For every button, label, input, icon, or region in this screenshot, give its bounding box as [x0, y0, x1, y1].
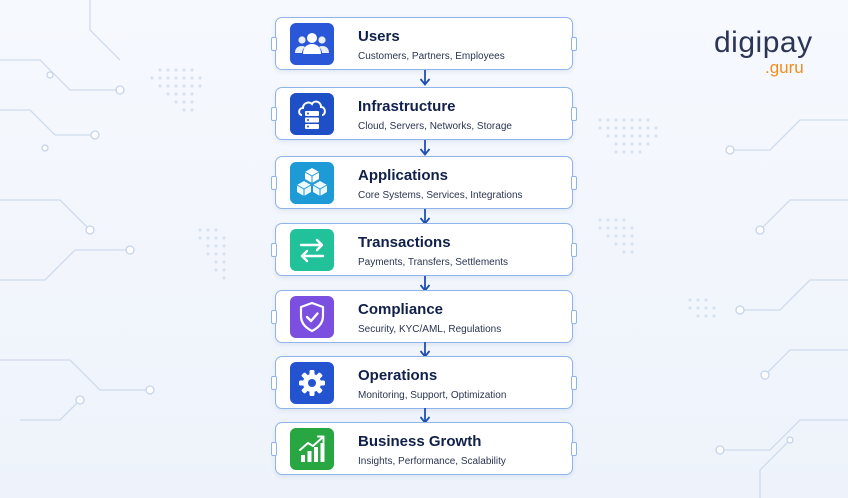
- cubes-icon: [290, 162, 334, 204]
- map-dots-right: [598, 118, 716, 318]
- layer-card-compliance: Compliance Security, KYC/AML, Regulation…: [271, 290, 577, 343]
- circuit-traces-right: [720, 119, 848, 498]
- gear-icon: [290, 362, 334, 404]
- card-connector-left: [271, 107, 277, 121]
- layer-card-infrastructure: Infrastructure Cloud, Servers, Networks,…: [271, 87, 577, 140]
- card-connector-left: [271, 176, 277, 190]
- layer-card-applications: Applications Core Systems, Services, Int…: [271, 156, 577, 209]
- growth-chart-icon: [290, 428, 334, 470]
- layer-subtitle: Monitoring, Support, Optimization: [358, 390, 507, 401]
- card-connector-right: [571, 176, 577, 190]
- map-dots-left: [150, 68, 226, 280]
- card-connector-right: [571, 310, 577, 324]
- card-connector-right: [571, 243, 577, 257]
- exchange-arrows-icon: [290, 229, 334, 271]
- layer-title: Business Growth: [358, 433, 482, 450]
- layer-card-business-growth: Business Growth Insights, Performance, S…: [271, 422, 577, 475]
- users-icon: [290, 23, 334, 65]
- card-connector-right: [571, 37, 577, 51]
- layer-title: Compliance: [358, 301, 444, 318]
- layer-subtitle: Core Systems, Services, Integrations: [358, 190, 523, 201]
- layer-card-transactions: Transactions Payments, Transfers, Settle…: [271, 223, 577, 276]
- layer-title: Operations: [358, 367, 438, 384]
- down-arrow-icon: [419, 70, 431, 86]
- logo-wordmark: digipay: [714, 26, 813, 60]
- circuit-traces-left: [0, 0, 150, 421]
- circuit-nodes-left: [41, 71, 155, 405]
- card-connector-left: [271, 37, 277, 51]
- layer-title: Applications: [358, 167, 449, 184]
- card-connector-left: [271, 310, 277, 324]
- digipay-guru-logo: digipay .guru: [714, 26, 824, 82]
- layer-subtitle: Insights, Performance, Scalability: [358, 456, 506, 467]
- shield-check-icon: [290, 296, 334, 338]
- card-connector-right: [571, 376, 577, 390]
- layer-title: Transactions: [358, 234, 451, 251]
- cloud-server-icon: [290, 93, 334, 135]
- card-connector-left: [271, 243, 277, 257]
- down-arrow-icon: [419, 140, 431, 156]
- layer-title: Infrastructure: [358, 98, 456, 115]
- layer-card-operations: Operations Monitoring, Support, Optimiza…: [271, 356, 577, 409]
- layer-subtitle: Payments, Transfers, Settlements: [358, 257, 509, 268]
- layer-subtitle: Security, KYC/AML, Regulations: [358, 324, 502, 335]
- card-connector-left: [271, 442, 277, 456]
- card-connector-right: [571, 442, 577, 456]
- layer-card-users: Users Customers, Partners, Employees: [271, 17, 577, 70]
- logo-subtext: .guru: [765, 58, 804, 77]
- card-connector-left: [271, 376, 277, 390]
- layer-subtitle: Customers, Partners, Employees: [358, 51, 505, 62]
- circuit-nodes-right: [715, 145, 794, 455]
- layer-title: Users: [358, 28, 400, 45]
- layer-subtitle: Cloud, Servers, Networks, Storage: [358, 121, 512, 132]
- logo-wordmark-text: digipay: [714, 26, 813, 59]
- card-connector-right: [571, 107, 577, 121]
